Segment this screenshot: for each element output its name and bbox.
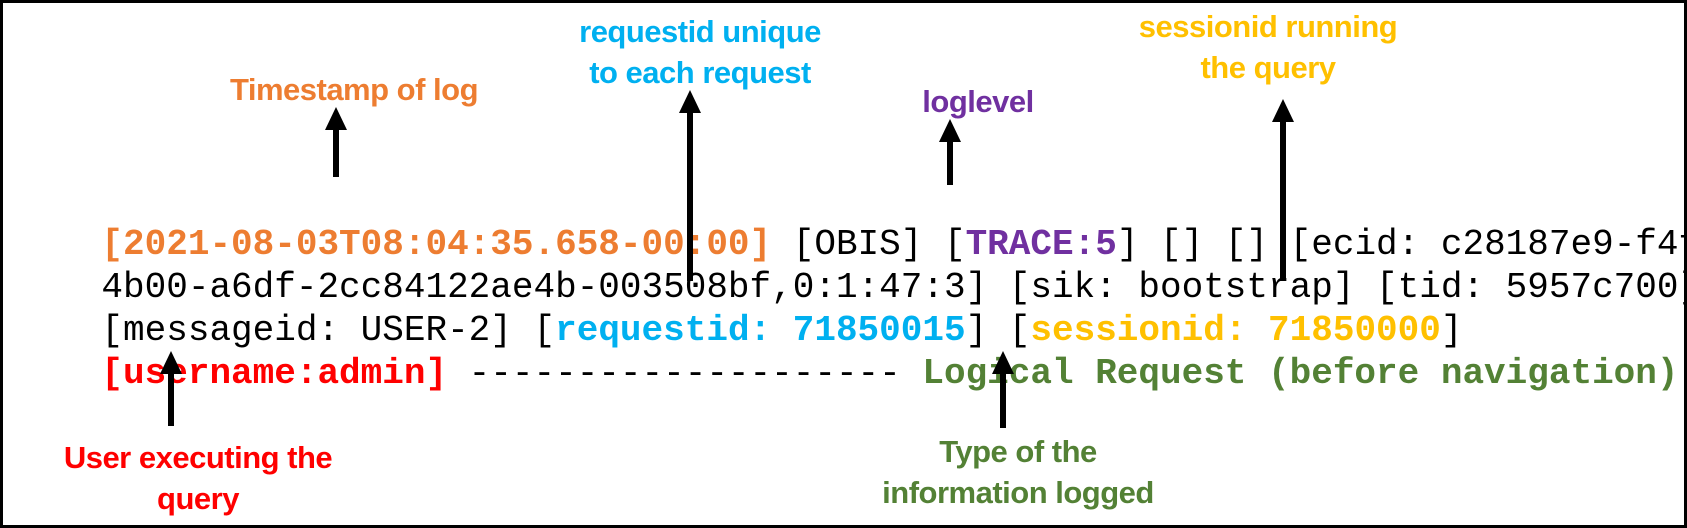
- username-up-arrow-icon: [158, 351, 184, 426]
- requestid-up-arrow-icon: [677, 90, 703, 281]
- arrow-shaft: [168, 369, 174, 426]
- log-plain-segment: [messageid: USER-2] [: [101, 310, 556, 351]
- loglevel-up-arrow-icon: [937, 119, 963, 185]
- requestid-label-line1: requestid unique: [579, 14, 821, 49]
- log-plain-segment: ] [: [965, 310, 1031, 351]
- arrow-shaft: [1280, 117, 1286, 281]
- requestid-label-line2: to each request: [589, 55, 811, 90]
- timestamp-up-arrow-icon: [323, 107, 349, 177]
- sessionid-up-arrow-icon: [1270, 99, 1296, 281]
- timestamp-label: Timestamp of log: [229, 69, 479, 110]
- arrow-head: [679, 90, 701, 113]
- arrow-head: [1272, 99, 1294, 122]
- requestid-label: requestid unique to each request: [579, 11, 821, 93]
- sessionid-label-line2: the query: [1200, 50, 1336, 85]
- arrow-shaft: [687, 108, 693, 281]
- arrow-shaft: [1000, 369, 1006, 428]
- log-plain-segment: [OBIS] [: [771, 224, 966, 265]
- username-label: User executing the query: [63, 437, 333, 519]
- log-sessionid-value: sessionid: 71850000: [1030, 310, 1441, 351]
- arrow-head: [325, 107, 347, 130]
- arrow-head: [160, 351, 182, 374]
- log-plain-segment: ]: [1440, 310, 1463, 351]
- loglevel-label-text: loglevel: [922, 84, 1034, 119]
- logtype-up-arrow-icon: [990, 351, 1016, 428]
- log-loglevel-value: TRACE:5: [965, 224, 1117, 265]
- log-requestid-value: requestid: 71850015: [555, 310, 966, 351]
- timestamp-label-text: Timestamp of log: [229, 72, 479, 107]
- username-label-line2: query: [157, 481, 239, 516]
- log-line-4: [username:admin] -------------------- Lo…: [15, 309, 1687, 438]
- log-dashes-segment: --------------------: [447, 353, 923, 394]
- log-logtype-value: Logical Request (before navigation):: [922, 353, 1687, 394]
- arrow-shaft: [333, 125, 339, 177]
- log-plain-segment: ] [] [] [ecid: c28187e9-f4fb-: [1116, 224, 1687, 265]
- arrow-head: [939, 119, 961, 142]
- arrow-head: [992, 351, 1014, 374]
- username-label-line1: User executing the: [63, 440, 333, 475]
- log-line-3: [messageid: USER-2] [requestid: 71850015…: [15, 266, 1462, 395]
- sessionid-label-line1: sessionid running: [1138, 9, 1398, 44]
- log-line-1: [2021-08-03T08:04:35.658-00:00] [OBIS] […: [15, 180, 1687, 309]
- logtype-label-line2: information logged: [882, 475, 1154, 510]
- log-plain-segment: 4b00-a6df-2cc84122ae4b-003508bf,0:1:47:3…: [101, 267, 1687, 308]
- log-username-value: [username:admin]: [101, 353, 448, 394]
- logtype-label: Type of the information logged: [882, 431, 1154, 513]
- logtype-label-line1: Type of the: [939, 434, 1097, 469]
- sessionid-label: sessionid running the query: [1138, 6, 1398, 88]
- arrow-shaft: [947, 137, 953, 185]
- log-timestamp-value: [2021-08-03T08:04:35.658-00:00]: [101, 224, 772, 265]
- loglevel-label: loglevel: [922, 81, 1034, 122]
- log-line-2: 4b00-a6df-2cc84122ae4b-003508bf,0:1:47:3…: [15, 223, 1687, 352]
